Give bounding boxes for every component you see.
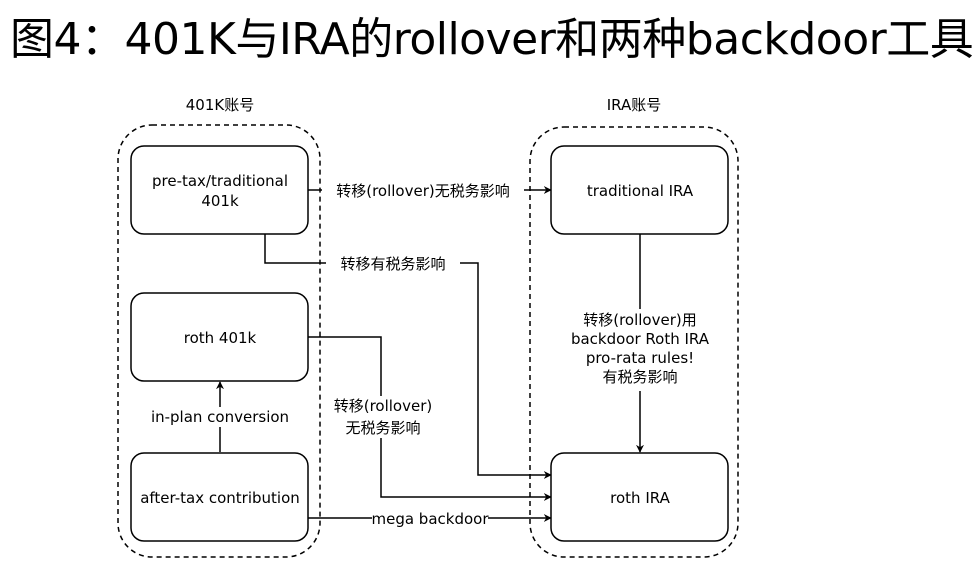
edge-label-in-plan: in-plan conversion [151,408,289,426]
node-pretax-line1: pre-tax/traditional [152,172,288,190]
edge-label-transfer-taxable: 转移有税务影响 [340,255,445,273]
edge-label-backdoor-line2: backdoor Roth IRA [571,330,710,348]
node-roth401k-label: roth 401k [184,329,257,347]
edge-label-backdoor-line1: 转移(rollover)用 [583,311,697,329]
node-traditional-ira: traditional IRA [550,145,729,235]
group-ira [529,126,739,558]
node-tradira-label: traditional IRA [587,182,694,200]
group-401k [117,124,321,558]
node-aftertax-label: after-tax contribution [140,489,300,507]
edge-label-rollover-line2: 无税务影响 [345,419,420,437]
node-pretax-line2: 401k [201,192,239,210]
edge-pretax-to-rothira [264,234,552,479]
edge-label-rollover-line1: 转移(rollover) [334,397,433,415]
flow-diagram: 401K账号 IRA账号 pre-tax/traditional 401k ro… [117,96,739,558]
diagram-title: 图4：401K与IRA的rollover和两种backdoor工具 [10,14,973,65]
edge-label-mega-backdoor: mega backdoor [371,510,489,528]
node-roth-ira: roth IRA [550,452,729,542]
node-pretax-401k: pre-tax/traditional 401k [130,145,309,235]
edge-label-rollover-no-tax: 转移(rollover)无税务影响 [336,182,510,200]
node-rothira-label: roth IRA [610,489,670,507]
group-ira-label: IRA账号 [607,96,662,114]
node-aftertax: after-tax contribution [130,452,309,542]
node-roth-401k: roth 401k [130,292,309,382]
group-401k-label: 401K账号 [186,96,254,114]
edge-label-backdoor-line3: pro-rata rules! [586,349,694,367]
edge-label-backdoor-line4: 有税务影响 [602,368,677,386]
